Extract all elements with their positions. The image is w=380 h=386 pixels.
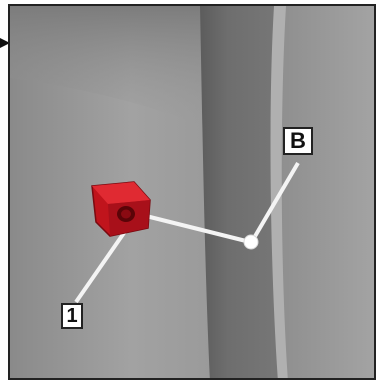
diagram-frame	[8, 4, 376, 380]
vehicle-panel-illustration	[10, 6, 374, 378]
red-clip-part	[91, 181, 151, 237]
corner-arrow-icon	[0, 38, 10, 48]
attachment-point	[243, 234, 259, 250]
callout-b: B	[283, 127, 313, 155]
right-body-panel	[281, 6, 374, 378]
callout-1: 1	[61, 303, 83, 329]
upper-panel-edge	[10, 6, 206, 126]
leader-line-1	[74, 228, 128, 304]
body-pillar	[200, 6, 280, 378]
leader-line-part-to-point	[145, 214, 251, 244]
leader-line-b	[252, 161, 300, 240]
